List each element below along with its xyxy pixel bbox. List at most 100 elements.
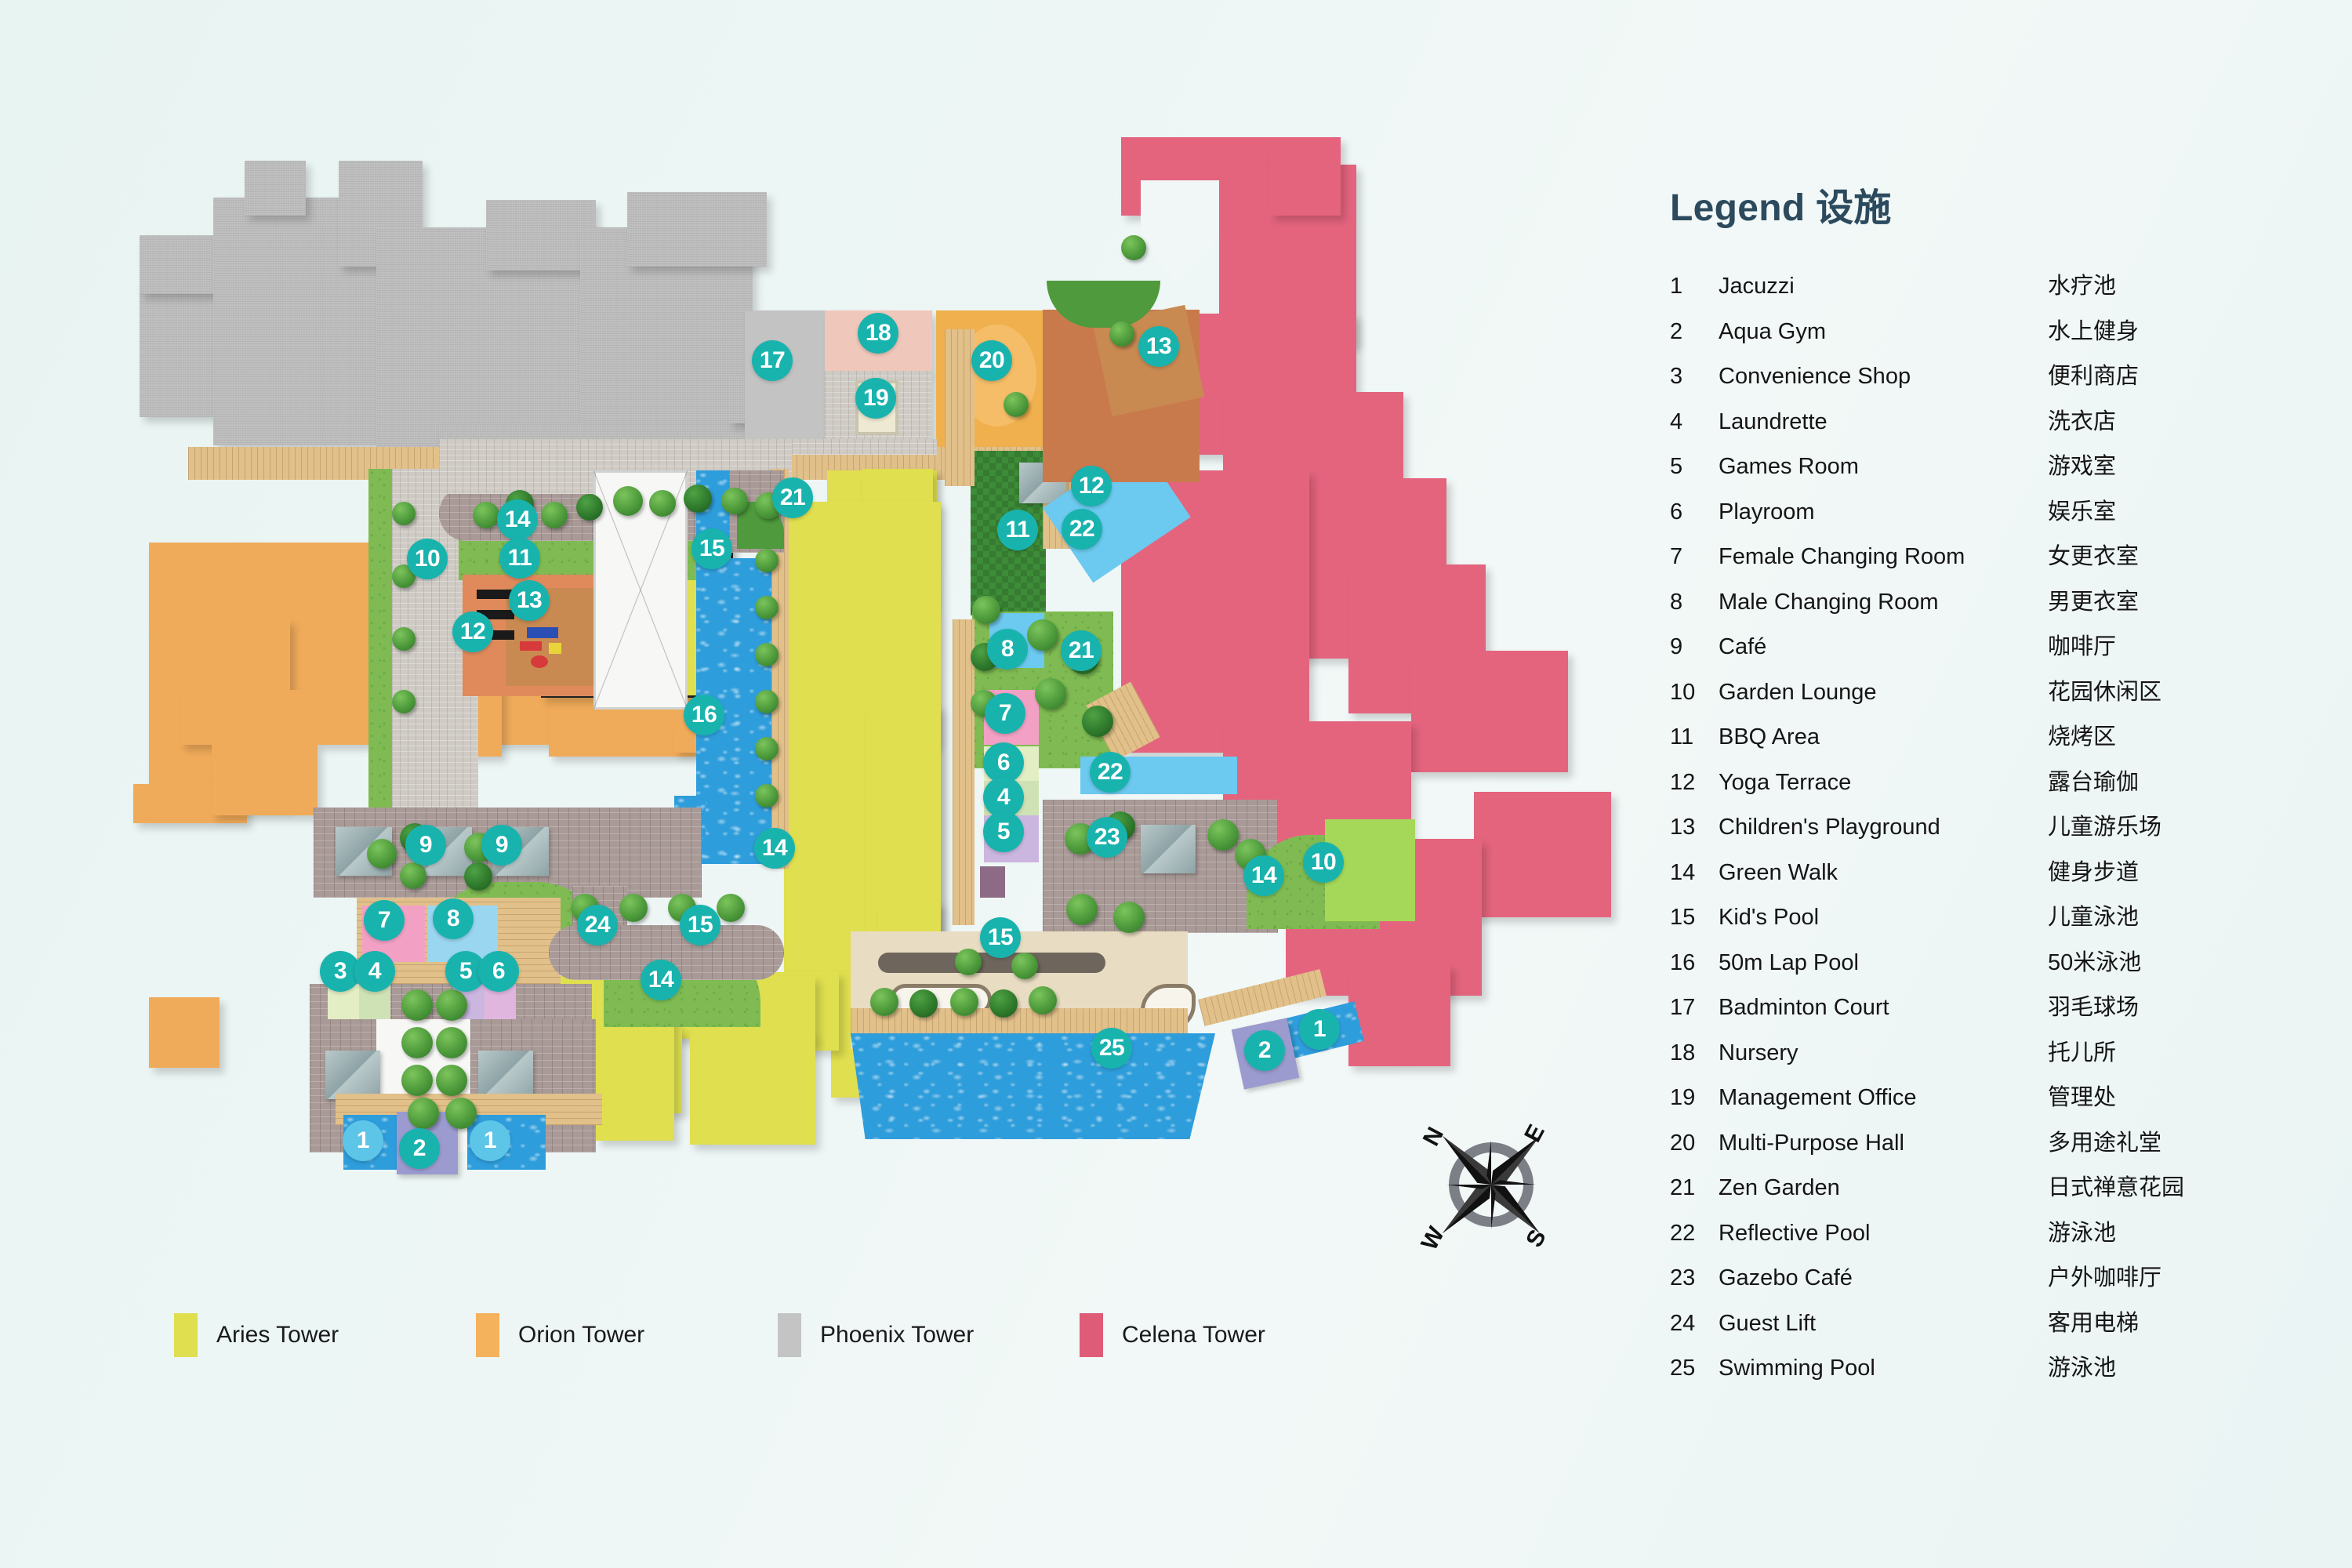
map-marker-10[interactable]: 10 (407, 539, 448, 579)
map-marker-11[interactable]: 11 (499, 538, 540, 579)
map-marker-14[interactable]: 14 (1243, 855, 1284, 896)
map-marker-15[interactable]: 15 (691, 528, 732, 569)
legend-item-name-en: Gazebo Café (1719, 1265, 1853, 1290)
legend-item-name-zh: 水上健身 (2048, 318, 2140, 344)
tree (755, 690, 779, 713)
legend-item-name-zh: 男更衣室 (2048, 589, 2140, 615)
map-marker-3[interactable]: 3 (320, 951, 361, 992)
legend-item-name-zh: 便利商店 (2048, 364, 2140, 389)
map-marker-12[interactable]: 12 (452, 612, 493, 652)
map-marker-21[interactable]: 21 (1061, 630, 1102, 671)
tower-legend-item[interactable]: Orion Tower (476, 1313, 778, 1357)
map-marker-2[interactable]: 2 (399, 1128, 440, 1169)
map-marker-13[interactable]: 13 (1138, 326, 1179, 367)
map-marker-4[interactable]: 4 (354, 951, 395, 992)
tree (367, 839, 397, 869)
compass-star-icon (1442, 1135, 1541, 1234)
legend-item-name-zh: 管理处 (2048, 1085, 2117, 1110)
map-marker-8[interactable]: 8 (987, 629, 1028, 670)
tower-legend-item[interactable]: Celena Tower (1080, 1313, 1381, 1357)
legend-item-number: 25 (1670, 1356, 1696, 1381)
map-marker-24[interactable]: 24 (577, 905, 618, 946)
poolside-deck (771, 469, 789, 869)
tree (436, 1065, 467, 1096)
map-marker-2[interactable]: 2 (1244, 1030, 1285, 1071)
map-marker-15[interactable]: 15 (980, 917, 1021, 958)
tree (989, 989, 1018, 1018)
tree (392, 690, 416, 713)
tree (1035, 678, 1066, 710)
map-marker-17[interactable]: 17 (752, 340, 793, 381)
map-marker-8[interactable]: 8 (433, 898, 474, 939)
tree (401, 1027, 433, 1058)
map-marker-14[interactable]: 14 (641, 960, 681, 1000)
map-marker-15[interactable]: 15 (680, 905, 720, 946)
map-marker-25[interactable]: 25 (1091, 1028, 1132, 1069)
tower-legend-item[interactable]: Aries Tower (174, 1313, 476, 1357)
legend-item-name-en: Zen Garden (1719, 1175, 1840, 1200)
map-marker-4[interactable]: 4 (983, 777, 1024, 818)
map-marker-21[interactable]: 21 (772, 477, 813, 518)
tower-legend-item[interactable]: Phoenix Tower (778, 1313, 1080, 1357)
map-marker-14[interactable]: 14 (497, 499, 538, 540)
map-marker-7[interactable]: 7 (985, 693, 1025, 734)
map-marker-1[interactable]: 1 (1299, 1009, 1340, 1050)
map-marker-1[interactable]: 1 (343, 1120, 383, 1161)
map-marker-7[interactable]: 7 (364, 900, 405, 941)
map-marker-20[interactable]: 20 (971, 340, 1012, 381)
map-marker-13[interactable]: 13 (509, 580, 550, 621)
map-marker-19[interactable]: 19 (855, 378, 896, 419)
map-marker-9[interactable]: 9 (481, 825, 522, 866)
map-marker-6[interactable]: 6 (478, 951, 519, 992)
legend-item-name-en: Guest Lift (1719, 1310, 1817, 1336)
legend-item-name-zh: 游戏室 (2048, 454, 2117, 479)
map-marker-16[interactable]: 16 (684, 695, 724, 735)
map-marker-12[interactable]: 12 (1071, 466, 1112, 506)
tower-color-swatch (174, 1313, 198, 1357)
map-marker-9[interactable]: 9 (405, 825, 446, 866)
map-marker-22[interactable]: 22 (1090, 752, 1131, 793)
map-marker-11[interactable]: 11 (997, 510, 1038, 550)
map-marker-1[interactable]: 1 (470, 1120, 510, 1161)
map-marker-14[interactable]: 14 (754, 828, 795, 869)
legend-item-name-en: Male Changing Room (1719, 589, 1939, 615)
map-marker-22[interactable]: 22 (1062, 509, 1102, 550)
tree (755, 737, 779, 760)
map-marker-10[interactable]: 10 (1303, 842, 1344, 883)
legend-item-number: 22 (1670, 1220, 1696, 1246)
map-marker-5[interactable]: 5 (983, 811, 1024, 852)
legend-item-name-en: Swimming Pool (1719, 1356, 1875, 1381)
map-marker-18[interactable]: 18 (858, 313, 898, 354)
legend-item-name-en: Multi-Purpose Hall (1719, 1130, 1904, 1156)
map-marker-6[interactable]: 6 (983, 742, 1024, 783)
legend-item-name-en: Female Changing Room (1719, 544, 1965, 569)
map-marker-23[interactable]: 23 (1087, 817, 1127, 858)
